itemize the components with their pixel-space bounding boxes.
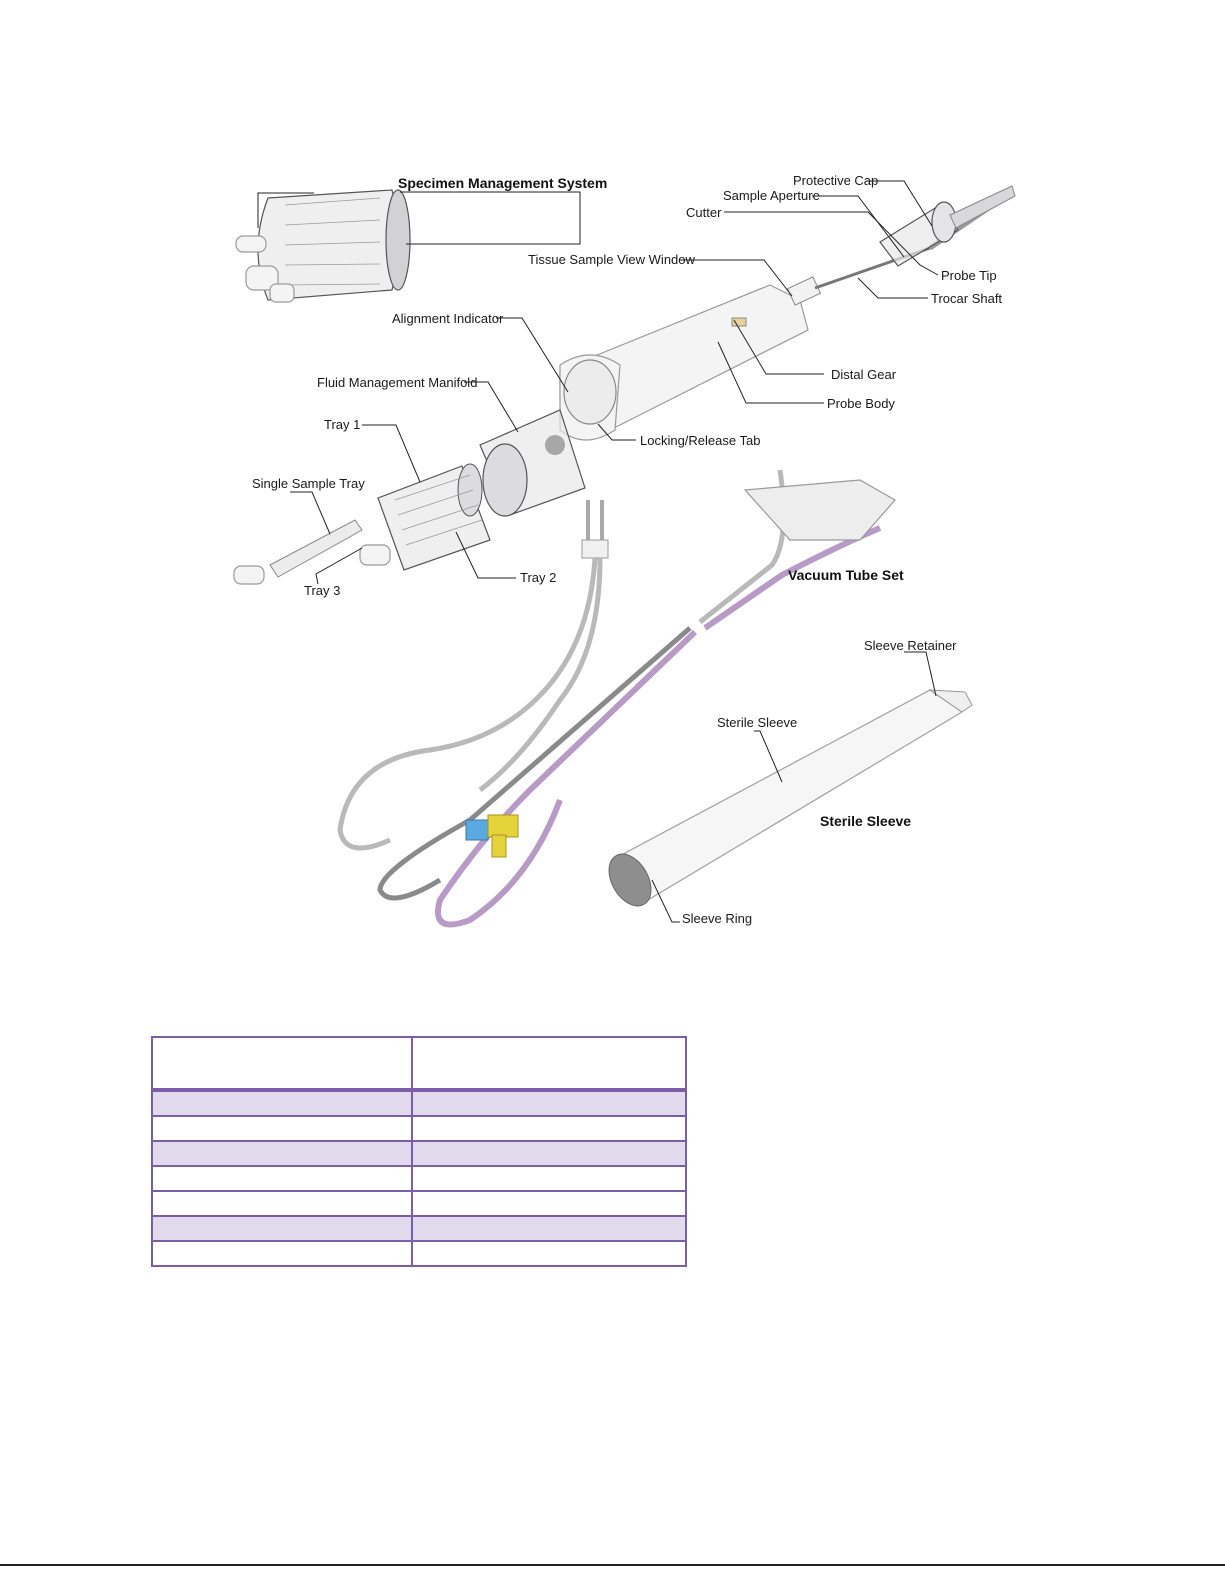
label-tray-1: Tray 1 [324,417,360,432]
device-diagram: Specimen Management System Protective Ca… [233,173,1016,928]
label-vacuum-tube-set: Vacuum Tube Set [788,567,904,583]
table-cell [411,1140,687,1167]
label-distal-gear: Distal Gear [831,367,897,382]
table-cell [151,1190,413,1217]
table-row [151,1165,687,1192]
table-cell [411,1115,687,1142]
label-tray-3: Tray 3 [304,583,340,598]
sterile-sleeve [608,689,973,907]
table-header-cell [411,1036,687,1092]
table-row [151,1240,687,1267]
table-cell [411,1190,687,1217]
probe-assembly [479,185,1016,517]
label-tray-2: Tray 2 [520,570,556,585]
table-cell [411,1215,687,1242]
label-specimen-management-system: Specimen Management System [398,175,607,191]
label-probe-body: Probe Body [827,396,895,411]
table-row [151,1089,687,1117]
table-cell [411,1165,687,1192]
table-cell [151,1165,413,1192]
table-cell [151,1240,413,1267]
table-cell [151,1089,413,1117]
table-cell [151,1215,413,1242]
label-sterile-sleeve-title: Sterile Sleeve [820,813,911,829]
specimen-management-canister [235,189,411,303]
table-row [151,1190,687,1217]
page-bottom-rule [0,1564,1225,1566]
table-cell [411,1089,687,1117]
table-row [151,1215,687,1242]
parts-table [151,1036,687,1267]
label-tissue-sample-view-window: Tissue Sample View Window [528,252,696,267]
label-probe-tip: Probe Tip [941,268,997,283]
table-row [151,1140,687,1167]
label-sterile-sleeve-callout: Sterile Sleeve [717,715,797,730]
label-cutter: Cutter [686,205,722,220]
label-protective-cap: Protective Cap [793,173,878,188]
table-cell [151,1115,413,1142]
vacuum-tube-set [337,469,896,928]
label-sleeve-retainer: Sleeve Retainer [864,638,957,653]
label-sleeve-ring: Sleeve Ring [682,911,752,926]
label-sample-aperture: Sample Aperture [723,188,820,203]
table-row [151,1115,687,1142]
table-cell [151,1140,413,1167]
label-locking-release-tab: Locking/Release Tab [640,433,760,448]
table-header-row [151,1036,687,1092]
label-alignment-indicator: Alignment Indicator [392,311,504,326]
label-single-sample-tray: Single Sample Tray [252,476,365,491]
table-header-cell [151,1036,413,1092]
label-fluid-management-manifold: Fluid Management Manifold [317,375,477,390]
label-trocar-shaft: Trocar Shaft [931,291,1002,306]
table-cell [411,1240,687,1267]
